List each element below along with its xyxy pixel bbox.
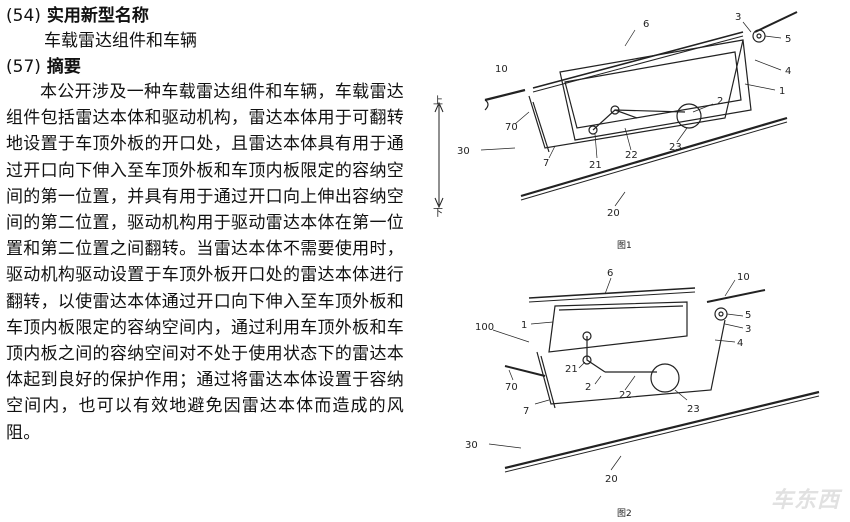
fig2-label-100: 100: [475, 322, 494, 333]
fig1-label-70: 70: [505, 122, 518, 133]
abstract-heading: (57) 摘要: [6, 55, 404, 79]
arrow-up-label: 上: [433, 95, 443, 107]
fig1-label-21: 21: [589, 160, 602, 171]
fig1-label-10: 10: [495, 64, 508, 75]
fig1-label-1: 1: [779, 86, 785, 97]
fig2-label-30: 30: [465, 440, 478, 451]
fig1-label-30: 30: [457, 146, 470, 157]
fig2-label-1: 1: [521, 320, 527, 331]
fig1-label-7: 7: [543, 158, 549, 169]
fig2-label-23: 23: [687, 404, 700, 415]
fig2-label-70: 70: [505, 382, 518, 393]
fig1-label-6: 6: [643, 19, 649, 30]
abstract-code: (57): [6, 57, 41, 77]
fig2-caption: 图2: [617, 508, 632, 519]
fig2-label-20: 20: [605, 474, 618, 485]
fig2-label-10: 10: [737, 272, 750, 283]
fig1-label-2: 2: [717, 96, 723, 107]
title-code: (54): [6, 6, 41, 26]
fig2-label-3: 3: [745, 324, 751, 335]
figure-2-drawing: [488, 277, 820, 473]
abstract-label: 摘要: [46, 57, 81, 77]
patent-text-column: (54) 实用新型名称 车载雷达组件和车辆 (57) 摘要 本公开涉及一种车载雷…: [6, 4, 404, 446]
patent-figures-svg: 6 3 5 4 1 10 70 2 30 7 21 22 23 20 图1 上 …: [433, 11, 820, 519]
figure-1-drawing: [434, 11, 798, 209]
fig1-label-22: 22: [625, 150, 638, 161]
fig1-label-23: 23: [669, 142, 682, 153]
utility-model-title: 车载雷达组件和车辆: [44, 31, 197, 51]
abstract-body: 本公开涉及一种车载雷达组件和车辆，车载雷达组件包括雷达本体和驱动机构，雷达本体用…: [6, 82, 404, 443]
arrow-down-label: 下: [433, 208, 443, 219]
fig1-label-20: 20: [607, 208, 620, 219]
watermark-logo: 车东西: [770, 488, 840, 513]
fig2-label-6: 6: [607, 268, 613, 279]
fig2-label-2: 2: [585, 382, 591, 393]
fig1-label-3: 3: [735, 12, 741, 23]
fig2-label-21: 21: [565, 364, 578, 375]
fig2-label-22: 22: [619, 390, 632, 401]
fig1-label-4: 4: [785, 66, 791, 77]
fig2-label-7: 7: [523, 406, 529, 417]
patent-drawings: 6 3 5 4 1 10 70 2 30 7 21 22 23 20 图1 上 …: [425, 0, 850, 522]
fig2-label-4: 4: [737, 338, 743, 349]
fig1-label-5: 5: [785, 34, 791, 45]
title-heading: (54) 实用新型名称: [6, 4, 404, 28]
fig1-caption: 图1: [617, 240, 632, 251]
title-label: 实用新型名称: [46, 6, 149, 26]
fig2-label-5: 5: [745, 310, 751, 321]
